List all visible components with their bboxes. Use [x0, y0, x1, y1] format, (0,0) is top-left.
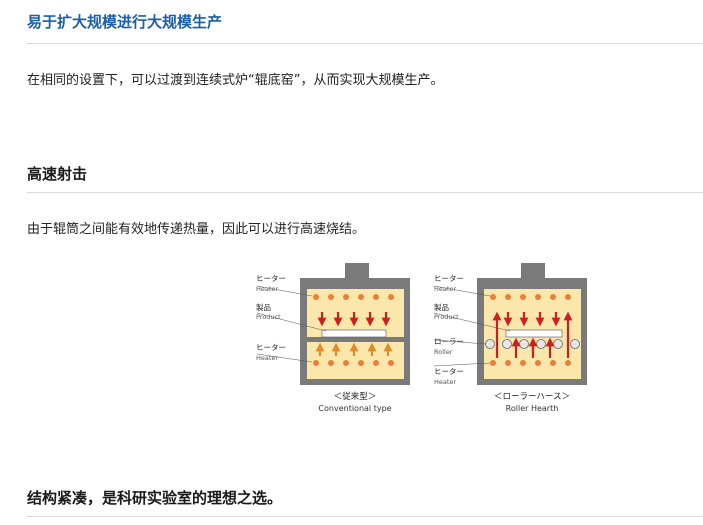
heater-dot — [565, 360, 571, 366]
label-leaders — [433, 285, 511, 367]
heater-dot — [535, 360, 541, 366]
heater-dot — [535, 294, 541, 300]
heater-dot — [565, 294, 571, 300]
conventional-furnace: ヒーター Heater 製品 Product ヒーター Heater ＜従来型＞… — [256, 263, 410, 413]
heater-dot — [343, 360, 349, 366]
label-heater-top-en: Heater — [434, 285, 456, 293]
roller — [536, 339, 546, 349]
heater-dot — [505, 360, 511, 366]
label-roller-en: Roller — [434, 348, 453, 356]
heater-row-top — [313, 294, 394, 300]
roller-row — [485, 339, 580, 349]
label-heater-bottom-jp: ヒーター — [434, 367, 464, 376]
heater-dot — [313, 294, 319, 300]
roller — [485, 339, 495, 349]
label-heater-bottom-en: Heater — [434, 378, 456, 386]
section-title-speed: 高速射击 — [27, 165, 88, 183]
heat-arrows-down — [317, 312, 391, 327]
leader-line — [256, 312, 327, 332]
heater-dot — [520, 360, 526, 366]
section-divider — [27, 43, 703, 44]
section-paragraph-speed: 由于辊筒之间能有效地传递热量，因此可以进行高速烧结。 — [27, 222, 366, 237]
product-block — [321, 329, 387, 338]
leader-line — [256, 353, 313, 363]
roller — [519, 339, 529, 349]
section-title-scale: 易于扩大规模进行大规模生产 — [27, 13, 223, 31]
label-roller-jp: ローラー — [434, 337, 464, 346]
leader-line — [433, 285, 491, 297]
label-heater-top-en: Heater — [256, 285, 278, 293]
label-heater-bottom-en: Heater — [256, 354, 278, 362]
heat-arrows-up — [492, 311, 573, 358]
heater-dot — [505, 294, 511, 300]
label-product-en: Product — [434, 313, 459, 321]
heater-dot — [328, 294, 334, 300]
furnace-comparison-diagram: ヒーター Heater 製品 Product ヒーター Heater ＜従来型＞… — [256, 263, 587, 413]
leader-line — [433, 362, 491, 367]
label-heater-top-jp: ヒーター — [434, 274, 464, 283]
section-divider — [27, 516, 703, 517]
heater-dot — [373, 294, 379, 300]
heater-dot — [388, 360, 394, 366]
chimney — [345, 263, 369, 280]
heater-row-top — [490, 294, 571, 300]
label-heater-top-jp: ヒーター — [256, 274, 286, 283]
roller-hearth-furnace: ヒーター Heater 製品 Product ローラー Roller ヒーター … — [433, 263, 587, 413]
section-divider — [27, 192, 703, 193]
roller — [553, 339, 563, 349]
label-product-jp: 製品 — [256, 302, 271, 312]
label-leaders — [256, 285, 327, 363]
label-product-en: Product — [256, 313, 281, 321]
leader-line — [433, 339, 487, 345]
heater-dot — [490, 360, 496, 366]
heater-dot — [520, 294, 526, 300]
caption-conventional-en: Conventional type — [318, 404, 391, 413]
heater-dot — [388, 294, 394, 300]
caption-conventional-jp: ＜従来型＞ — [334, 391, 377, 402]
product-block — [505, 329, 563, 338]
heater-dot — [313, 360, 319, 366]
leader-line — [256, 285, 313, 297]
heater-dot — [490, 294, 496, 300]
caption-roller-en: Roller Hearth — [506, 404, 559, 413]
heater-dot — [550, 294, 556, 300]
heater-dot — [358, 294, 364, 300]
heater-dot — [550, 360, 556, 366]
heat-arrows-up — [315, 342, 393, 356]
section-paragraph-scale: 在相同的设置下，可以过渡到连续式炉“辊底窑”，从而实现大规模生产。 — [27, 73, 444, 88]
label-heater-bottom-jp: ヒーター — [256, 343, 286, 352]
roller — [570, 339, 580, 349]
section-title-compact: 结构紧凑，是科研实验室的理想之选。 — [27, 489, 283, 507]
heater-dot — [358, 360, 364, 366]
hearth-plate — [307, 337, 404, 342]
heater-dot — [328, 360, 334, 366]
caption-roller-jp: ＜ローラーハース＞ — [494, 392, 570, 402]
heater-row-bottom — [490, 360, 571, 366]
heat-arrows-down — [503, 312, 561, 327]
label-product-jp: 製品 — [434, 302, 449, 312]
roller — [502, 339, 512, 349]
leader-line — [433, 312, 511, 332]
chimney — [521, 263, 545, 280]
heater-dot — [343, 294, 349, 300]
heater-row-bottom — [313, 360, 394, 366]
heater-dot — [373, 360, 379, 366]
